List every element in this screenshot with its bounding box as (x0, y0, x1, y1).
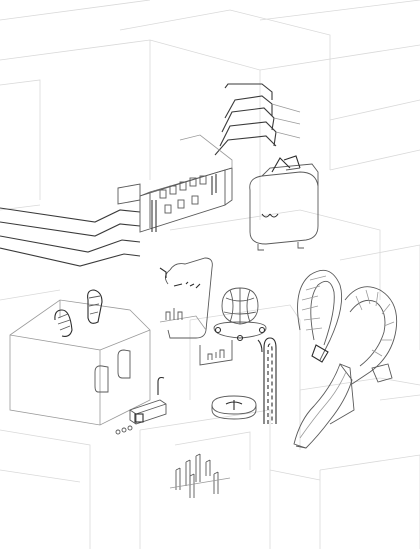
ramp-sculpture (293, 363, 355, 449)
scroll-sheet (159, 257, 213, 339)
cable-bundle-pipes (0, 83, 301, 267)
curved-hook-pipe (257, 337, 277, 424)
connector-panel (117, 134, 233, 233)
post-cluster (169, 453, 231, 498)
rectangular-machine-box (9, 289, 165, 426)
flexible-duct-loop (297, 269, 398, 385)
dome-lamp (199, 287, 267, 366)
rounded-robot-head-box (249, 155, 319, 251)
small-ring-base (211, 395, 257, 420)
small-battery-device (115, 399, 167, 435)
